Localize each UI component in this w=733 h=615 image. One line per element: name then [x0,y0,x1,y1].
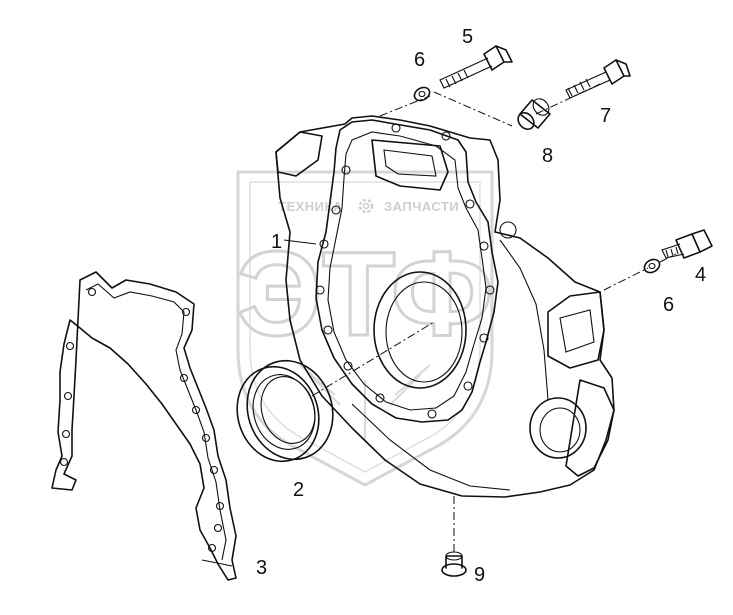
crankshaft-oil-seal [236,359,334,463]
starter-bore-inner [539,407,581,453]
watermark-shield-outline [236,170,494,487]
seal-back [236,365,320,463]
callout-8: 8 [542,145,553,167]
bolt-5 [439,45,513,89]
housing-gasket [51,271,237,581]
crankshaft-bore-lip [385,281,463,383]
housing-outline [275,115,615,498]
callout-6-right: 6 [663,294,674,316]
callout-5: 5 [462,26,473,48]
right-pad-window [559,309,595,353]
seal-lip [260,376,316,444]
watermark-word-left: ТЕХНИКА [278,199,343,214]
lower-rib [351,403,511,491]
gear-icon [358,198,374,214]
gasket-face-outline [315,119,499,423]
bolt-4 [661,229,713,259]
flywheel-housing [275,115,615,498]
watermark-wheat-emblem [299,364,431,440]
drain-plug-9 [441,551,467,577]
crankshaft-bore [373,271,467,389]
bushing-8 [517,98,551,131]
starter-bore [529,397,587,459]
leader-lines [201,239,317,567]
bolt-holes [315,123,495,419]
callout-labels: 1 2 3 4 5 6 6 7 8 9 [256,26,706,586]
left-boss [275,131,323,177]
callout-3: 3 [256,557,267,579]
callout-9: 9 [474,564,485,586]
gasket-inner-edge [85,283,227,561]
side-boss [499,221,517,239]
assembly-lines [311,83,677,554]
watermark-logo-letters: ЭТФ [237,227,494,361]
callout-7: 7 [600,105,611,127]
starter-flange [565,379,615,477]
callout-2: 2 [293,479,304,501]
right-mounting-pad [547,291,605,369]
washer-6-top [413,86,431,102]
washer-6-right [643,258,661,274]
callout-1: 1 [271,231,282,253]
seal-outer [246,359,334,461]
bolt-7 [565,59,631,99]
watermark: ТЕХНИКА ЗАПЧАСТИ ЭТФ [235,170,495,487]
callout-6-top: 6 [414,49,425,71]
top-mounting-block [371,139,449,191]
callout-4: 4 [695,264,706,286]
side-rib [499,239,549,401]
gasket-face-inner [327,131,487,411]
watermark-word-right: ЗАПЧАСТИ [384,199,459,214]
top-mounting-window [383,149,437,177]
gasket-bolt-holes [59,287,225,553]
gasket-outline [51,271,237,581]
